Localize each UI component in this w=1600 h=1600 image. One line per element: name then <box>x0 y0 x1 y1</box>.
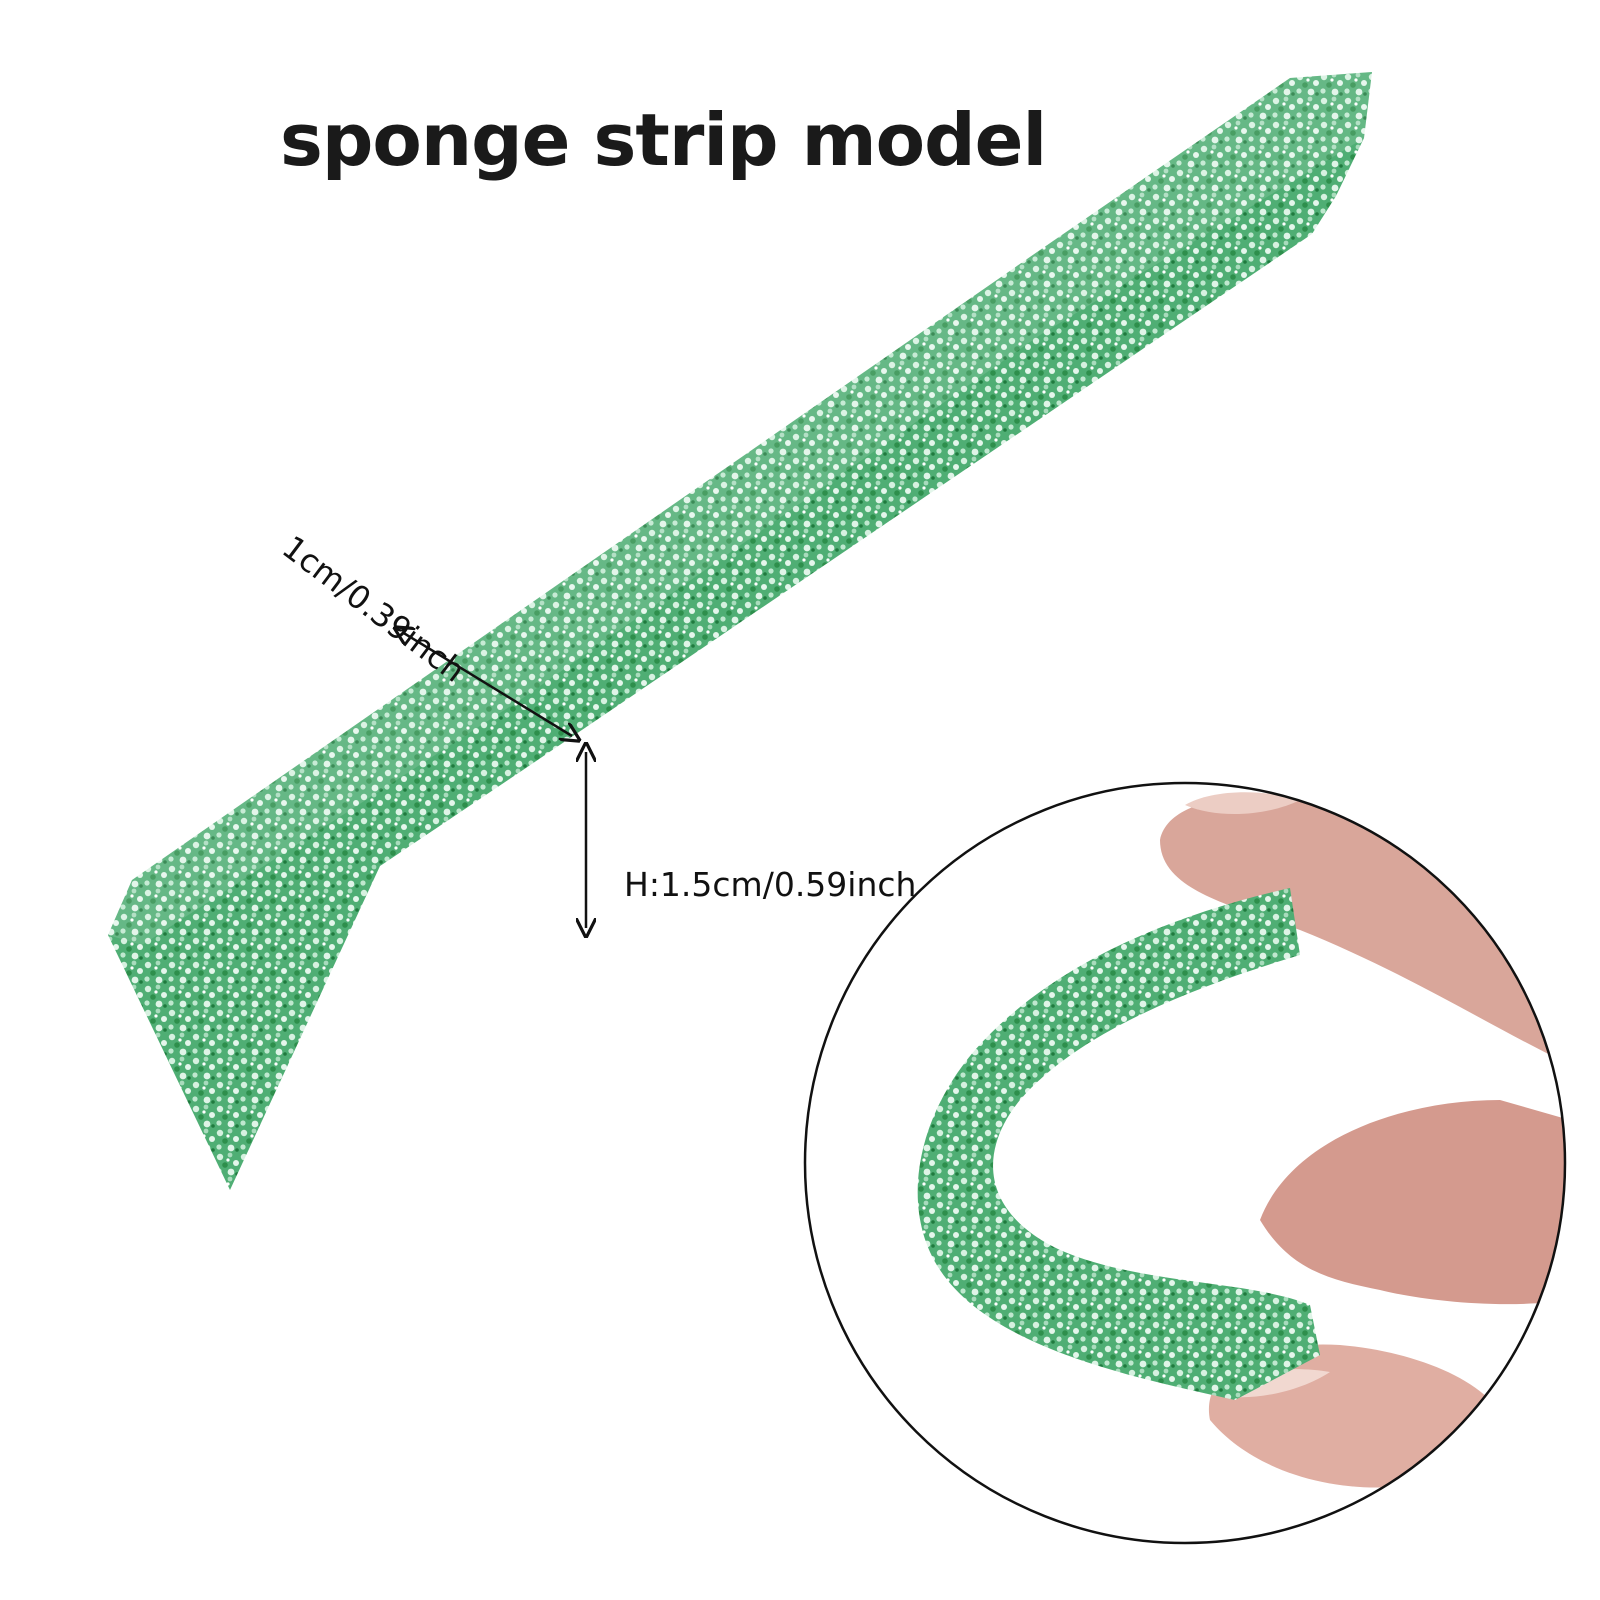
bent-sponge <box>917 888 1320 1400</box>
inset-circle-border <box>803 781 1567 1545</box>
bend-demo-inset <box>803 781 1567 1545</box>
width-dimension-arrow <box>402 632 572 736</box>
height-dimension-label: H:1.5cm/0.59inch <box>624 865 917 904</box>
page-title: sponge strip model <box>280 98 1047 182</box>
middle-finger <box>1260 1100 1565 1305</box>
